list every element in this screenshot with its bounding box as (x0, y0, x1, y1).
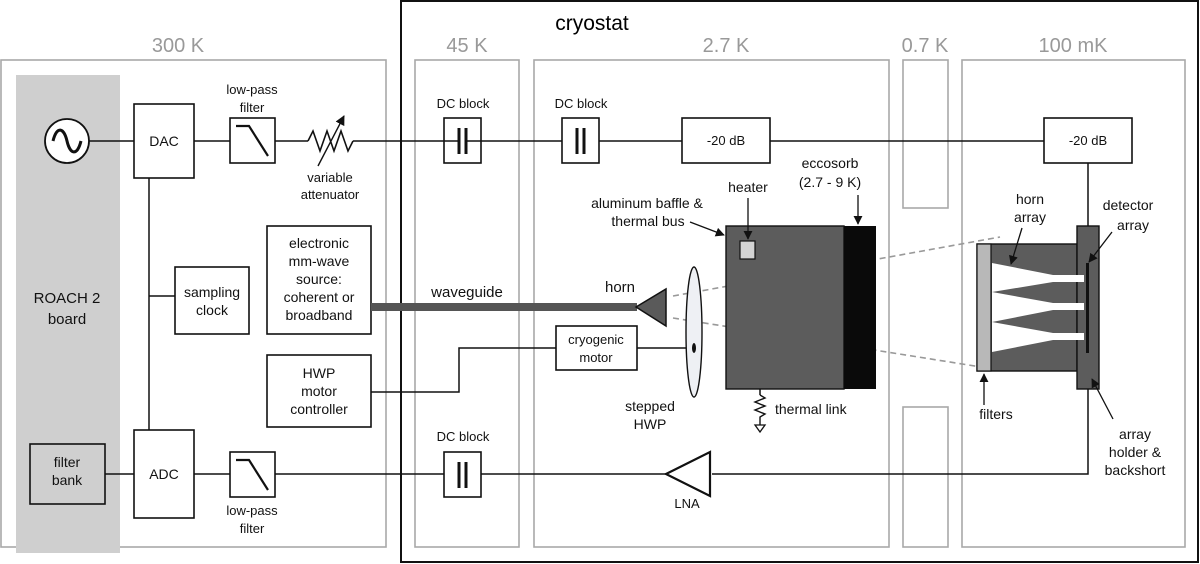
source-label-line5: broadband (286, 307, 353, 323)
lpf-top-label-line1: low-pass (226, 82, 278, 97)
dc-block-45k-bottom-label: DC block (437, 429, 490, 444)
low-pass-filter-bottom (229, 451, 276, 498)
hwp-controller-label-line2: motor (301, 383, 337, 399)
baffle-label-line2: thermal bus (611, 213, 684, 229)
sampling-clock (174, 266, 250, 335)
attenuator-2-7k-label: -20 dB (707, 133, 745, 148)
mm-wave-source (266, 225, 372, 335)
dc-block-2-7k (561, 117, 600, 164)
cryo-motor-label-line2: motor (579, 350, 613, 365)
sampling-clock-label-line2: clock (196, 302, 229, 318)
low-pass-filter-icon (236, 458, 269, 491)
zone-0-7k-bottom (902, 406, 949, 548)
holder-label-line1: array (1119, 426, 1151, 442)
baffle-label-line1: aluminum baffle & (591, 195, 703, 211)
holder-label-line2: holder & (1109, 444, 1162, 460)
zone-0-7k-top (902, 59, 949, 209)
heater (739, 240, 756, 260)
filters (976, 243, 992, 372)
stage-label-0-7k: 0.7 K (902, 35, 949, 57)
thermal-link-label: thermal link (775, 401, 848, 417)
lpf-bottom-label-line2: filter (240, 521, 265, 536)
horn-array-label-line1: horn (1016, 191, 1044, 207)
detector-label-line2: array (1117, 217, 1149, 233)
filter-bank (29, 443, 106, 505)
horn-array-label-line2: array (1014, 209, 1046, 225)
stage-label-100mk: 100 mK (1039, 35, 1109, 57)
filter-bank-label-line1: filter (54, 454, 81, 470)
detector-array (1086, 263, 1089, 353)
roach2-label-line2: board (48, 311, 86, 328)
hwp-motor-controller (266, 354, 372, 428)
cryo-motor-label-line1: cryogenic (568, 332, 624, 347)
cryostat-title: cryostat (555, 12, 629, 35)
ground-icon (753, 424, 767, 434)
attenuator-label-line1: variable (307, 170, 353, 185)
dac-label: DAC (149, 133, 179, 149)
dac-block (133, 103, 195, 179)
roach2-label-line1: ROACH 2 (34, 290, 101, 307)
attenuator-100mk-label: -20 dB (1069, 133, 1107, 148)
sine-wave-icon (51, 128, 83, 154)
zone-100mk (961, 59, 1186, 548)
stage-label-45k: 45 K (446, 35, 488, 57)
stage-label-2-7k: 2.7 K (703, 35, 750, 57)
source-label-line4: coherent or (284, 289, 355, 305)
hwp-label-line2: HWP (634, 416, 667, 432)
source-label-line1: electronic (289, 235, 349, 251)
horn (634, 287, 667, 328)
lna-label: LNA (674, 496, 700, 511)
lpf-top-label-line2: filter (240, 100, 265, 115)
eccosorb-absorber (844, 226, 876, 389)
filter-bank-label-line2: bank (52, 472, 83, 488)
source-label-line2: mm-wave (289, 253, 350, 269)
cryostat-boundary (400, 0, 1199, 563)
stage-label-300k: 300 K (152, 35, 205, 57)
stepped-hwp (685, 266, 703, 398)
lna-amplifier (663, 450, 712, 498)
sampling-clock-label-line1: sampling (184, 284, 240, 300)
low-pass-filter-top (229, 117, 276, 164)
hwp-controller-label-line3: controller (290, 401, 348, 417)
horn-label: horn (605, 279, 635, 296)
low-pass-filter-icon (236, 124, 269, 157)
waveguide-label: waveguide (430, 284, 503, 301)
source-label-line3: source: (296, 271, 342, 287)
dc-block-45k-top-label: DC block (437, 96, 490, 111)
attenuator-label-line2: attenuator (301, 187, 360, 202)
hwp-controller-label-line1: HWP (303, 365, 336, 381)
waveguide (371, 303, 637, 311)
eccosorb-label-line1: eccosorb (802, 155, 859, 171)
thermal-link-icon (753, 394, 767, 425)
lpf-bottom-label-line1: low-pass (226, 503, 278, 518)
detector-label-line1: detector (1103, 197, 1154, 213)
dc-block-45k-bottom (443, 451, 482, 498)
attenuator-20db-100mk (1043, 117, 1133, 164)
heater-label: heater (728, 179, 768, 195)
adc-block (133, 429, 195, 519)
holder-label-line3: backshort (1105, 462, 1166, 478)
filters-label: filters (979, 406, 1012, 422)
adc-label: ADC (149, 466, 179, 482)
eccosorb-label-line2: (2.7 - 9 K) (799, 174, 861, 190)
hwp-label-line1: stepped (625, 398, 675, 414)
dc-block-2-7k-label: DC block (555, 96, 608, 111)
